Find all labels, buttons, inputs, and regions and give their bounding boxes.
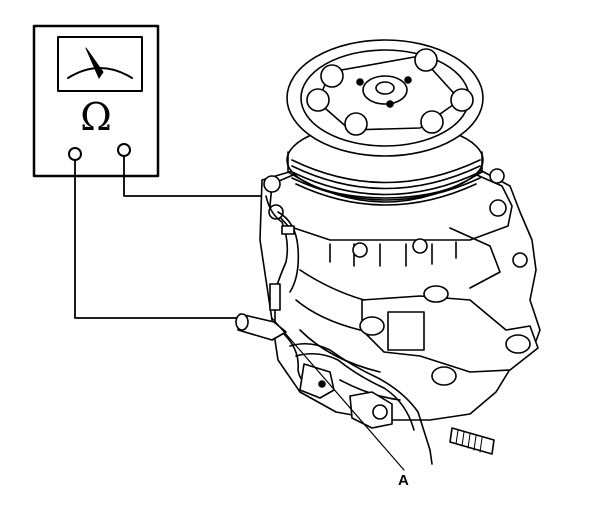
test-leads [74, 155, 267, 319]
hub-rivet [306, 88, 330, 112]
pulley-lower-edge [287, 171, 483, 203]
lower-harness-parallel [295, 352, 415, 431]
hub-rivet [450, 88, 474, 112]
hub-rivet [320, 64, 344, 88]
flange-bolt [489, 199, 507, 217]
wire-harness-loop [277, 211, 300, 293]
ohmmeter-dial-window [57, 36, 143, 92]
connector-a-end [235, 313, 249, 331]
body-bolt [352, 242, 368, 258]
bracket-slot [505, 334, 531, 354]
ohmmeter-terminal-right [117, 143, 131, 157]
housing-detail-lines [295, 227, 501, 401]
flange-bolt [263, 175, 281, 193]
hub-nut [375, 81, 395, 95]
bracket-slot [431, 366, 457, 386]
ohmmeter-terminal-left [68, 147, 82, 161]
test-lead-left [74, 159, 247, 319]
hub-pin [404, 76, 412, 84]
clutch-wiring [235, 195, 433, 465]
wire-harness-upper [265, 195, 289, 301]
hub-rivet [414, 48, 438, 72]
rear-bolt [372, 404, 388, 420]
bracket-slot [359, 316, 385, 336]
ohmmeter [32, 24, 160, 178]
ground-connector [299, 363, 335, 399]
bracket-ear [387, 311, 425, 351]
flange-bolt [489, 168, 505, 184]
test-lead-right [123, 155, 267, 197]
callout-label-a: A [398, 472, 409, 489]
hub-rivet [420, 110, 444, 134]
ohm-symbol-icon: Ω [80, 95, 112, 139]
body-fins [329, 241, 457, 267]
hub-pin [386, 100, 394, 108]
flange-bolt [268, 204, 284, 220]
lower-harness [289, 342, 433, 465]
ohmmeter-needle-icon [85, 47, 104, 79]
mount-stud-threads [455, 429, 483, 453]
ac-compressor [259, 39, 541, 455]
hub-rivet [344, 112, 368, 136]
body-bolt [412, 238, 428, 254]
body-bolt [512, 252, 528, 268]
wire-clip [281, 225, 295, 235]
mount-stud [449, 427, 495, 455]
callout-a-leader [271, 317, 405, 471]
connector-terminal [269, 283, 281, 311]
ground-point [318, 380, 326, 388]
pulley-belt-grooves [287, 151, 483, 206]
bracket-slot [423, 285, 449, 303]
hub-pin [356, 78, 364, 86]
